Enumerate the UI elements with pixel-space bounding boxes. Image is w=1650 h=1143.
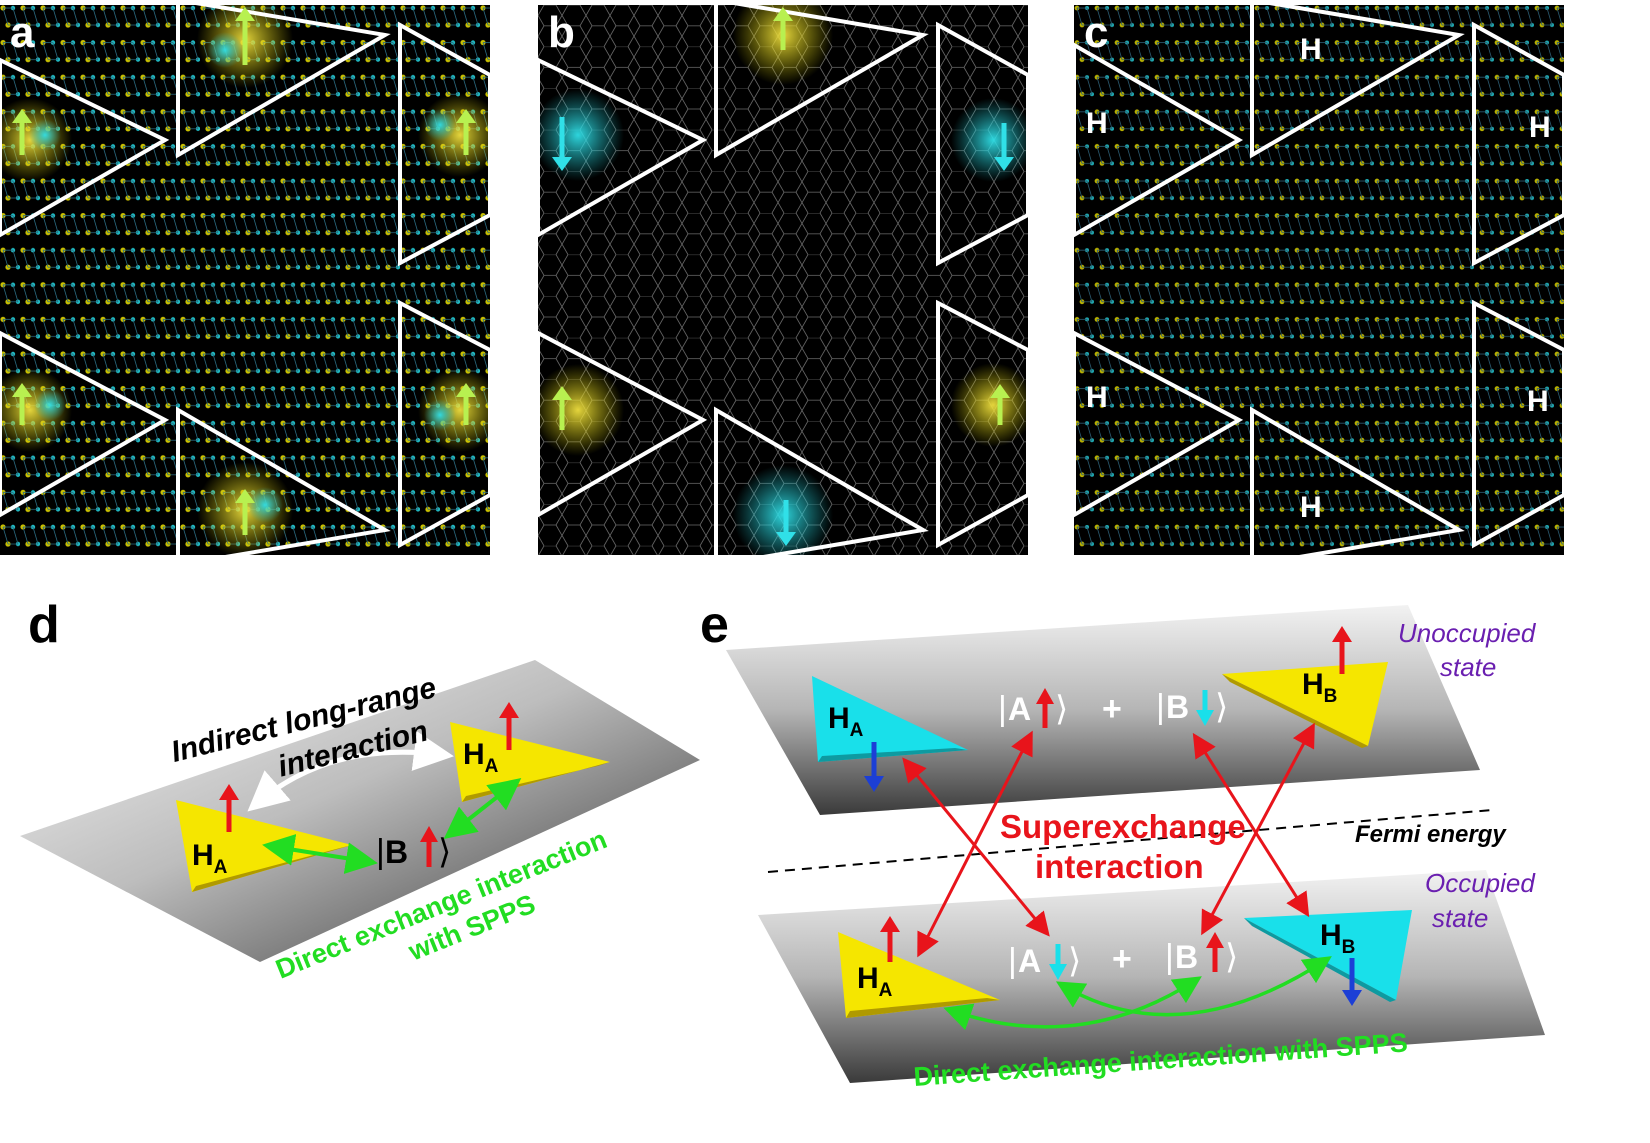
panel-c-label: c [1084,8,1109,57]
panel-a-label: a [10,8,35,57]
panel-e-bottom-plus: + [1112,940,1132,978]
panel-e-unoccupied-line1: Unoccupied [1398,618,1537,648]
panel-e-fermi-line [767,809,1493,873]
panel-e-occupied-line2: state [1432,903,1488,933]
panel-e-bottom-left-spin-up-arrow [880,916,900,962]
triangle-outlines [0,5,490,555]
panel-c-lattice [1074,5,1564,555]
svg-text:⟩: ⟩ [1225,938,1238,976]
panel-e-top-ket-a-up: | A ⟩ [998,688,1068,728]
svg-text:⟩: ⟩ [1068,942,1081,980]
panel-e-direct-arrow-right [1055,956,1332,1017]
triangle-outlines [1074,5,1564,555]
panel-e-bottom-right-spin-down-arrow [1342,958,1362,1006]
panel-d-label: d [28,596,60,654]
h-mark: H [1086,381,1108,414]
panel-b-image: b [538,5,1028,555]
panel-e-top-plus: + [1102,690,1122,728]
svg-text:A: A [1008,691,1031,727]
panel-d-ket-b-up: | B ⟩ [376,826,451,871]
svg-text:B: B [1175,939,1198,975]
panel-e-superexchange-arrows [902,722,1315,958]
svg-text:|: | [1008,942,1017,980]
panel-d-direct-arrow-right [443,778,522,839]
svg-text:⟩: ⟩ [438,833,451,871]
panel-d-right-spin-up-arrow [499,702,519,750]
panel-b-label: b [548,8,575,57]
h-mark: H [1300,33,1322,66]
panel-e-top-right-triangle [1222,662,1388,748]
h-mark: H [1529,111,1551,144]
svg-text:B: B [385,834,408,870]
svg-text:|: | [1165,938,1174,976]
panel-e-fermi-label: Fermi energy [1355,821,1507,848]
panel-e-label: e [700,596,729,654]
svg-text:A: A [1018,943,1041,979]
panel-d-left-h: HA [192,839,228,878]
spin-arrows [552,7,1014,546]
panel-b-lattice [538,5,1028,555]
panel-e-top-right-spin-up-arrow [1332,626,1352,674]
panel-e-occupied-line1: Occupied [1425,868,1536,898]
panel-e-bottom-left-h: HA [857,962,893,1001]
panel-a-image: a [0,5,490,555]
panel-e-bottom-right-h: HB [1320,919,1355,958]
spin-up-arrows [12,7,476,535]
triangle-outlines [538,5,1028,555]
panel-a-lattice [0,5,490,555]
schematic-panels: d HA HA Indirect long-range interaction … [20,596,1545,1092]
svg-text:⟩: ⟩ [1055,690,1068,728]
h-mark: H [1300,491,1322,524]
h-mark: H [1086,107,1108,140]
panel-e-unoccupied-line2: state [1440,652,1496,682]
svg-text:B: B [1166,689,1189,725]
svg-text:⟩: ⟩ [1215,688,1228,726]
panel-e-top-right-h: HB [1302,668,1337,707]
panel-e-top-left-spin-down-arrow [864,742,884,792]
panel-d-indirect-arrow [247,731,454,812]
panel-d-left-spin-up-arrow [219,784,239,832]
svg-text:|: | [998,690,1007,728]
svg-text:|: | [1156,688,1165,726]
panel-e-superexchange-line2: interaction [1035,848,1204,885]
panel-c-image: c H H H H H H [1074,5,1564,555]
panel-d-right-h: HA [463,738,499,777]
panel-d-direct-arrow-left [262,833,378,875]
h-mark: H [1527,385,1549,418]
panel-e-top-left-h: HA [828,702,864,741]
svg-text:|: | [376,833,385,871]
panel-e-superexchange-line1: Superexchange [1000,808,1246,845]
panel-e-top-ket-b-down: | B ⟩ [1156,688,1228,726]
